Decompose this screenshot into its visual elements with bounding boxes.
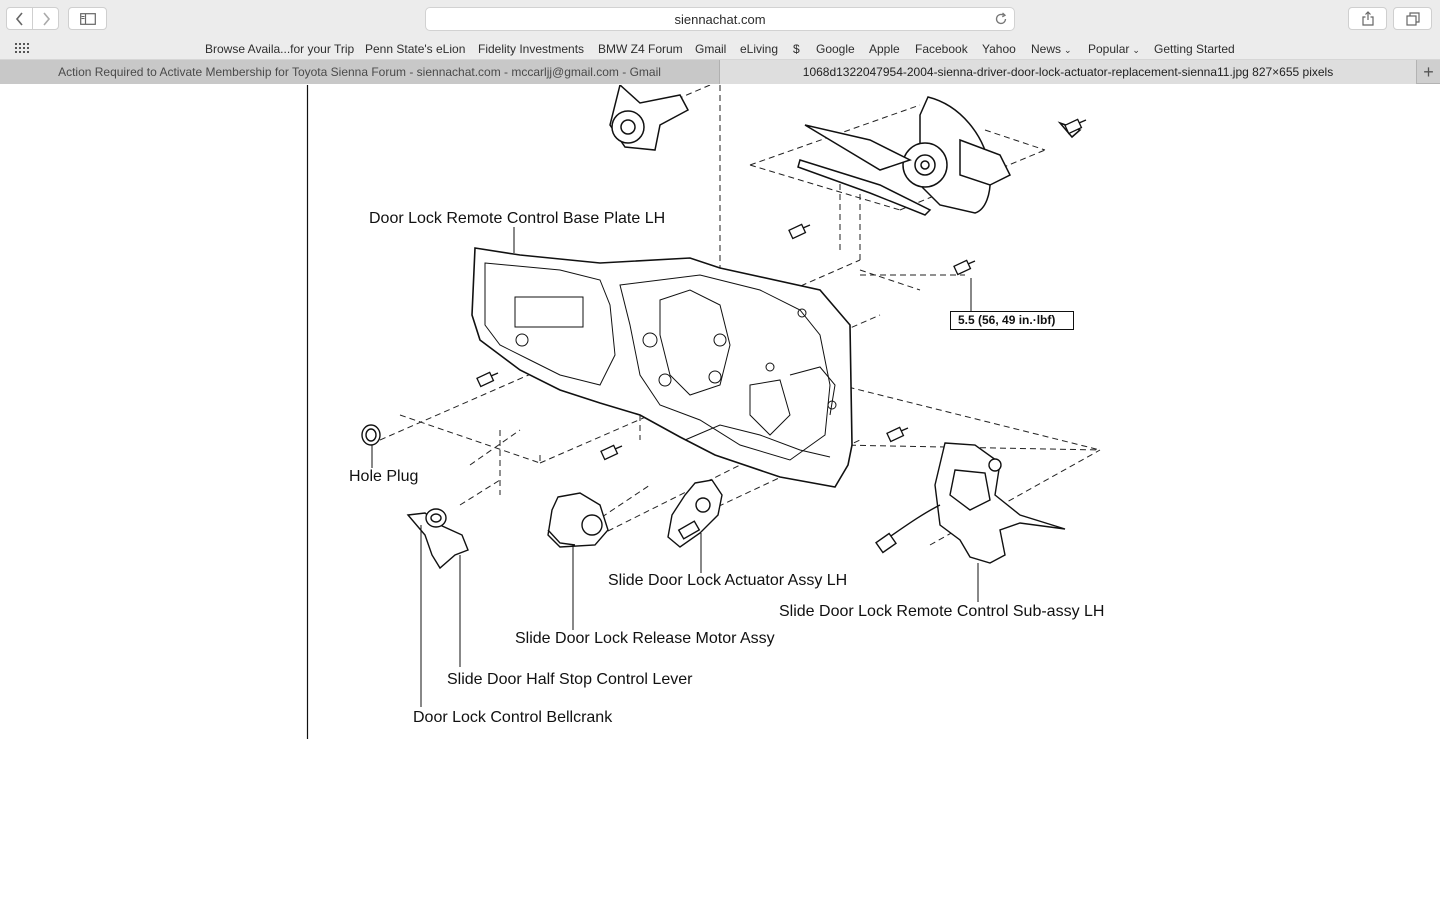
label-release-motor: Slide Door Lock Release Motor Assy: [515, 630, 775, 647]
bookmark-popular-label: Popular: [1088, 42, 1130, 56]
base-plate-drawing: [471, 247, 853, 488]
new-tab-button[interactable]: +: [1416, 60, 1440, 84]
bookmark-dollar[interactable]: $: [793, 42, 800, 56]
bookmark-facebook[interactable]: Facebook: [915, 42, 968, 56]
chevron-right-icon: [42, 11, 50, 26]
bookmark-popular-folder[interactable]: Popular⌄: [1088, 42, 1140, 56]
label-half-stop-lever: Slide Door Half Stop Control Lever: [447, 671, 693, 688]
bookmark-getting-started[interactable]: Getting Started: [1154, 42, 1235, 56]
reload-icon[interactable]: [994, 12, 1008, 26]
release-motor-drawing: [547, 492, 609, 548]
tab-diagram-image[interactable]: 1068d1322047954-2004-sienna-driver-door-…: [720, 60, 1416, 84]
bolt: [476, 371, 499, 388]
bookmark-news-label: News: [1031, 42, 1062, 56]
address-bar[interactable]: siennachat.com: [425, 7, 1015, 31]
hole-plug-drawing: [361, 424, 381, 446]
bookmark-apple[interactable]: Apple: [869, 42, 900, 56]
bookmark-news-folder[interactable]: News⌄: [1031, 42, 1072, 56]
actuator-drawing: [667, 479, 723, 548]
bookmark-yahoo[interactable]: Yahoo: [982, 42, 1016, 56]
back-button[interactable]: [6, 7, 33, 30]
remote-control-drawing: [875, 442, 1066, 564]
bolt: [600, 444, 623, 461]
bookmark-bmw-z4-forum[interactable]: BMW Z4 Forum: [598, 42, 683, 56]
chevron-down-icon: ⌄: [1064, 45, 1072, 55]
chevron-left-icon: [15, 11, 23, 26]
sidebar-icon: [79, 12, 96, 25]
bookmark-google[interactable]: Google: [816, 42, 855, 56]
bolt: [886, 426, 909, 443]
window-regulator-drawing: [797, 96, 1082, 216]
tab-gmail[interactable]: Action Required to Activate Membership f…: [0, 60, 720, 84]
motor-top-drawing: [609, 85, 690, 151]
tabs-overview-icon: [1405, 11, 1420, 26]
bellcrank-drawing: [406, 508, 469, 570]
label-actuator: Slide Door Lock Actuator Assy LH: [608, 572, 848, 589]
label-remote-control: Slide Door Lock Remote Control Sub-assy …: [779, 603, 1105, 620]
bolt: [788, 223, 811, 240]
tab-bar: Action Required to Activate Membership f…: [0, 60, 1440, 84]
chevron-down-icon: ⌄: [1132, 45, 1140, 55]
bookmark-penn-state-elion[interactable]: Penn State's eLion: [365, 42, 466, 56]
sidebar-button[interactable]: [68, 7, 107, 30]
grid-apps-icon[interactable]: [15, 43, 30, 54]
bookmark-fidelity[interactable]: Fidelity Investments: [478, 42, 585, 56]
label-bellcrank: Door Lock Control Bellcrank: [413, 709, 613, 726]
tab-overview-button[interactable]: [1393, 7, 1432, 30]
bolts: [476, 118, 1087, 461]
image-viewer: Door Lock Remote Control Base Plate LH 5…: [0, 85, 1440, 900]
bookmark-gmail[interactable]: Gmail: [695, 42, 727, 56]
bolt: [953, 259, 976, 276]
leader-lines: [371, 227, 979, 707]
forward-button[interactable]: [32, 7, 59, 30]
bookmark-browse-availability[interactable]: Browse Availa...for your Trip: [205, 42, 355, 56]
address-url[interactable]: siennachat.com: [674, 12, 766, 27]
share-button[interactable]: [1348, 7, 1387, 30]
door-lock-parts-diagram: [306, 85, 1101, 739]
label-hole-plug: Hole Plug: [349, 468, 419, 485]
bookmarks-bar: Browse Availa...for your Trip Penn State…: [0, 38, 1440, 60]
share-icon: [1361, 11, 1374, 26]
browser-toolbar: siennachat.com: [0, 0, 1440, 38]
bolt: [1064, 118, 1087, 135]
label-torque-spec: 5.5 (56, 49 in.·lbf): [950, 311, 1074, 330]
label-base-plate: Door Lock Remote Control Base Plate LH: [369, 210, 666, 227]
bookmark-eliving[interactable]: eLiving: [740, 42, 779, 56]
